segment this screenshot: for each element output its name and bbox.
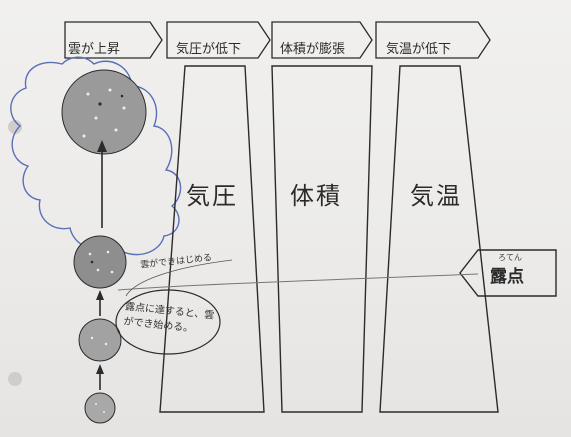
- temperature-label: 気温: [410, 182, 462, 210]
- air-parcel-medium: [73, 235, 127, 289]
- header-arrows: [64, 21, 491, 59]
- pressure-label: 気圧: [186, 182, 238, 210]
- binder-hole: [8, 372, 22, 386]
- header-arrow-2: [166, 21, 271, 59]
- volume-column: [271, 65, 373, 413]
- dew-point-label: 露点: [490, 267, 524, 287]
- note-underline: [125, 259, 233, 297]
- particle-dots: [82, 88, 126, 413]
- header-arrow-3: [271, 21, 373, 59]
- air-parcel-smallest: [84, 392, 116, 424]
- header-arrow-4: [375, 21, 491, 59]
- rise-arrows: [96, 140, 107, 390]
- dew-point-arrow: [459, 249, 557, 297]
- header-label-rise: 雲が上昇: [68, 42, 121, 57]
- header-label-pressure-drop: 気圧が低下: [176, 42, 242, 57]
- header-arrow-1: [64, 21, 163, 59]
- temperature-column: [379, 65, 499, 413]
- note-bubble: [115, 289, 221, 355]
- pressure-column: [159, 65, 265, 413]
- dew-point-reading: ろてん: [498, 253, 522, 262]
- header-label-temperature-drop: 気温が低下: [386, 42, 452, 57]
- volume-label: 体積: [290, 182, 342, 210]
- binder-hole: [8, 120, 22, 134]
- header-label-volume-expand: 体積が膨張: [280, 42, 346, 57]
- dew-point-line: [117, 273, 479, 291]
- air-parcel-large: [61, 69, 147, 155]
- air-parcel-small: [78, 318, 122, 362]
